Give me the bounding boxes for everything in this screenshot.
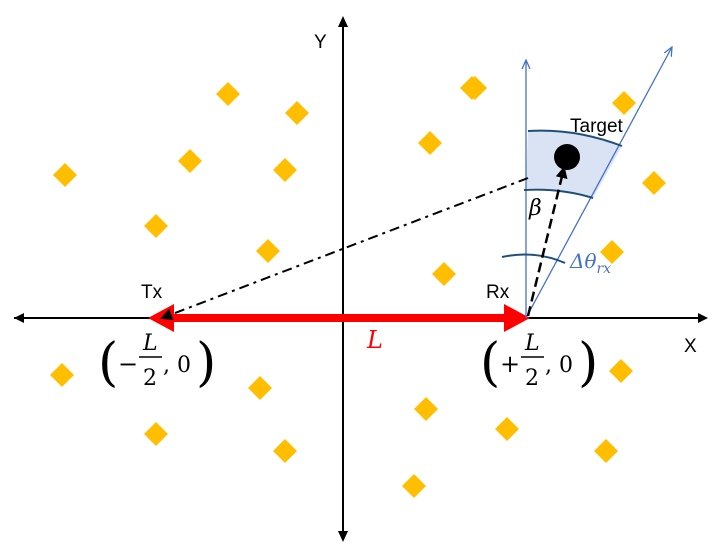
diamond-icon bbox=[594, 439, 618, 463]
diamond-icon bbox=[144, 422, 168, 446]
tx-coordinate: ( − L 2 , 0 ) bbox=[98, 331, 216, 393]
beam-edge-right bbox=[525, 47, 672, 319]
svg-text:(: ( bbox=[98, 333, 118, 393]
delta-theta-label: Δθrx bbox=[569, 249, 611, 277]
diamond-icon bbox=[402, 474, 426, 498]
diamond-icon bbox=[178, 149, 202, 173]
beamwidth-arc bbox=[501, 253, 566, 264]
beta-label: β bbox=[528, 196, 542, 221]
baseline-right-head bbox=[504, 304, 530, 332]
rx-coord-num: L bbox=[524, 331, 540, 356]
svg-text:): ) bbox=[578, 333, 598, 393]
diamond-icon bbox=[285, 101, 309, 125]
tx-coord-den: 2 bbox=[143, 366, 157, 391]
svg-text:(: ( bbox=[480, 333, 500, 393]
scatterer-group bbox=[50, 76, 666, 498]
diamond-icon bbox=[273, 158, 297, 182]
y-axis-bottom-arrow bbox=[338, 531, 348, 542]
tx-label: Tx bbox=[141, 282, 163, 303]
y-axis-label: Y bbox=[314, 32, 327, 53]
target-icon bbox=[554, 144, 580, 170]
diamond-icon bbox=[460, 76, 484, 100]
diamond-icon bbox=[50, 363, 74, 387]
diamond-icon bbox=[53, 163, 77, 187]
diamond-icon bbox=[432, 262, 456, 286]
rx-coord-sign: + bbox=[500, 350, 520, 378]
rx-label: Rx bbox=[486, 282, 510, 303]
diamond-icon bbox=[418, 131, 442, 155]
rx-coord-tail: , 0 bbox=[545, 353, 573, 378]
target-label: Target bbox=[570, 116, 624, 137]
x-axis-left-arrow bbox=[14, 313, 24, 323]
diamond-icon bbox=[273, 439, 297, 463]
rx-coordinate: ( + L 2 , 0 ) bbox=[480, 331, 598, 393]
baseline-left-head bbox=[148, 304, 174, 332]
diamond-icon bbox=[495, 417, 519, 441]
y-axis-top-arrow bbox=[338, 16, 348, 27]
diamond-icon bbox=[144, 214, 168, 238]
diamond-icon bbox=[256, 239, 280, 263]
tx-target-path bbox=[160, 177, 529, 321]
x-axis-right-arrow bbox=[698, 313, 708, 323]
diamond-icon bbox=[600, 240, 624, 264]
svg-text:): ) bbox=[196, 333, 216, 393]
diamond-icon bbox=[248, 376, 272, 400]
target-rx-path bbox=[526, 166, 568, 317]
tx-coord-sign: − bbox=[118, 350, 138, 378]
baseline-label: L bbox=[366, 326, 383, 354]
delta-theta-symbol: Δθ bbox=[569, 249, 596, 273]
diamond-icon bbox=[612, 91, 636, 115]
range-arc-far bbox=[527, 129, 623, 147]
delta-theta-subscript: rx bbox=[596, 261, 611, 277]
x-axis-label: X bbox=[684, 336, 697, 357]
tx-coord-num: L bbox=[142, 331, 158, 356]
diamond-icon bbox=[414, 397, 438, 421]
diamond-icon bbox=[609, 359, 633, 383]
diamond-icon bbox=[642, 171, 666, 195]
tx-coord-tail: , 0 bbox=[163, 353, 191, 378]
diamond-icon bbox=[216, 82, 240, 106]
rx-coord-den: 2 bbox=[525, 366, 539, 391]
